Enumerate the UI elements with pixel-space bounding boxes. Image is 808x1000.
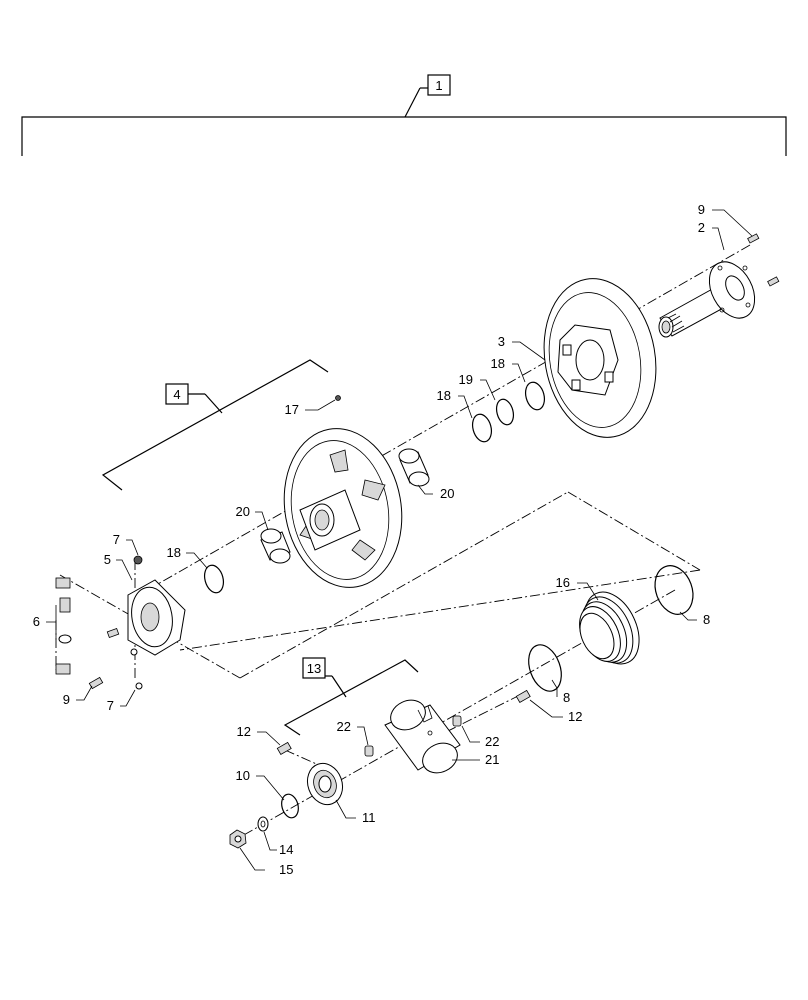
callout-11: 11 (362, 810, 376, 825)
part-5-cam-plate (106, 555, 186, 656)
part-15-nut (229, 829, 247, 849)
part-22-rollers (364, 715, 462, 757)
callout-22-right: 22 (485, 734, 499, 749)
callout-15: 15 (279, 862, 293, 877)
callout-2: 2 (698, 220, 705, 235)
callout-17: 17 (285, 402, 299, 417)
part-20-bushing-right (398, 448, 430, 487)
part-8-rings (528, 565, 694, 692)
leader-lines (46, 209, 753, 871)
assembly-label: 1 (435, 78, 442, 93)
part-21-cam-cylinder (384, 699, 461, 774)
part-12-bolts (276, 689, 531, 756)
part-10-ring (281, 793, 299, 819)
part-6-fasteners (55, 577, 143, 690)
callout-3: 3 (498, 334, 505, 349)
callout-12-right: 12 (568, 709, 582, 724)
part-4-movable-sheave (283, 395, 403, 588)
part-20-bushing-left (260, 528, 291, 564)
callout-7-top: 7 (113, 532, 120, 547)
callout-22-left: 22 (337, 719, 351, 734)
callout-19: 19 (459, 372, 473, 387)
subassembly-bracket-4: 4 (101, 359, 329, 491)
callout-numbers: 9 2 3 18 19 18 17 20 20 18 7 5 6 9 7 16 … (33, 202, 710, 877)
subassembly-label-box-4 (165, 383, 189, 405)
subassembly-bracket-13: 13 (283, 657, 419, 736)
callout-18-top: 18 (491, 356, 505, 371)
callout-16: 16 (556, 575, 570, 590)
callout-9-top: 9 (698, 202, 705, 217)
part-11-hub (306, 762, 344, 806)
callout-6: 6 (33, 614, 40, 629)
part-2-shaft (658, 261, 756, 338)
callout-18-mid: 18 (437, 388, 451, 403)
callout-20-left: 20 (236, 504, 250, 519)
callout-14: 14 (279, 842, 293, 857)
subassembly-label-4: 4 (173, 387, 180, 402)
subassembly-label-13: 13 (307, 661, 321, 676)
callout-18-left: 18 (167, 545, 181, 560)
callout-12-left: 12 (237, 724, 251, 739)
part-3-sheave (543, 278, 657, 438)
callout-7-bottom: 7 (107, 698, 114, 713)
part-14-washer (257, 816, 269, 832)
callout-9-bottom: 9 (63, 692, 70, 707)
part-16-spring (579, 591, 640, 665)
callout-8-right: 8 (703, 612, 710, 627)
snap-rings-upper (471, 381, 546, 443)
callout-20-right: 20 (440, 486, 454, 501)
part-9-bolts (747, 233, 780, 287)
assembly-label-box (427, 74, 451, 96)
callout-5: 5 (104, 552, 111, 567)
callout-21: 21 (485, 752, 499, 767)
assembly-bracket: 1 (21, 74, 787, 156)
callout-8-mid: 8 (563, 690, 570, 705)
subassembly-label-box-13 (302, 657, 326, 679)
part-18-ring-left (203, 564, 225, 594)
callout-10: 10 (236, 768, 250, 783)
